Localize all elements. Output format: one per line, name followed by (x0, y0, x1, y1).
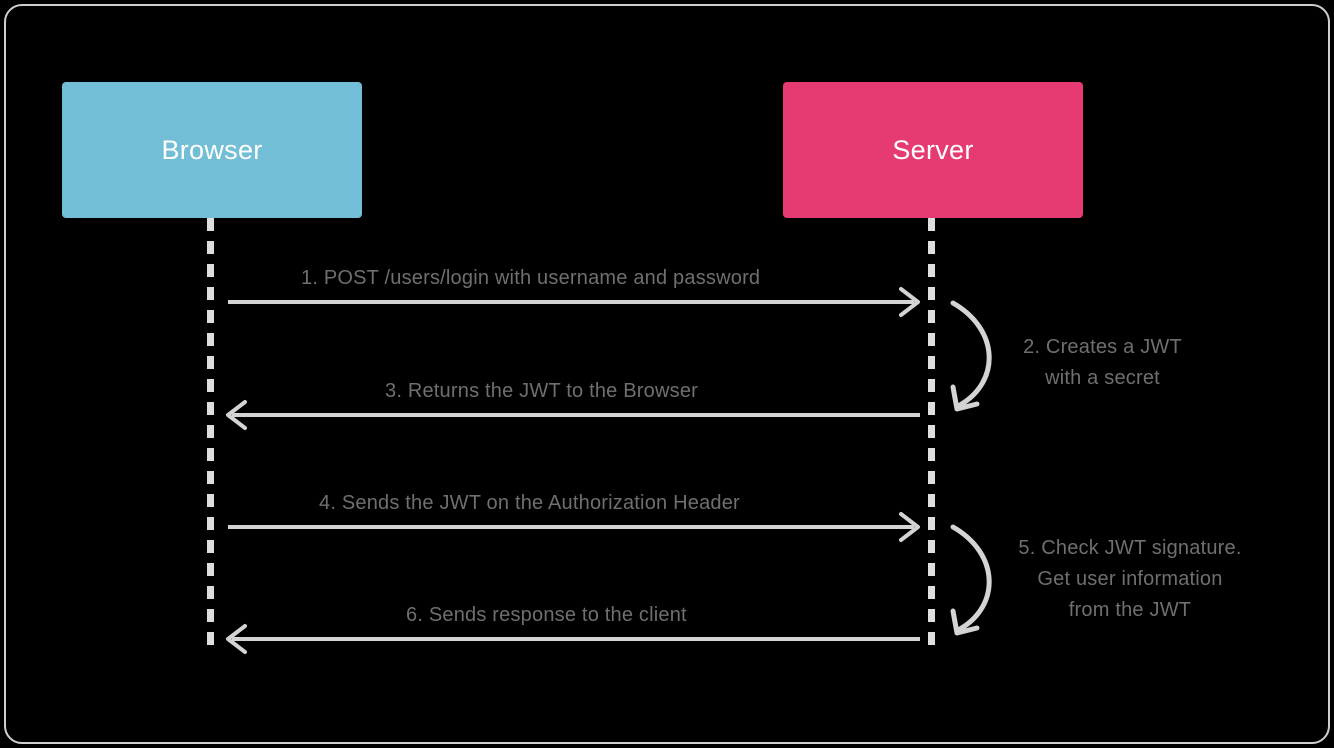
message-arrow-6 (226, 624, 920, 654)
message-arrow-4 (228, 512, 920, 542)
message-arrow-2-self (950, 300, 992, 412)
message-label-1: 1. POST /users/login with username and p… (301, 267, 761, 289)
message-arrow-5-self (950, 524, 992, 636)
message-label-4: 4. Sends the JWT on the Authorization He… (319, 492, 740, 514)
lifeline-server (928, 218, 935, 648)
message-arrow-3 (226, 400, 920, 430)
arrowhead-left-3 (226, 400, 247, 430)
note-label-5-line-1: 5. Check JWT signature. (1018, 537, 1242, 559)
arrowhead-left-6 (226, 624, 247, 654)
note-label-2-line-2: with a secret (1045, 367, 1160, 389)
lifeline-browser (207, 218, 214, 648)
message-label-3: 3. Returns the JWT to the Browser (385, 380, 699, 402)
note-label-2-line-1: 2. Creates a JWT (1023, 336, 1182, 358)
arrowhead-self-5 (950, 608, 980, 636)
note-label-5: 5. Check JWT signature. Get user informa… (1000, 533, 1260, 626)
message-arrow-1 (228, 287, 920, 317)
participant-box-server[interactable]: Server (783, 82, 1083, 218)
note-label-5-line-3: from the JWT (1068, 599, 1192, 621)
message-label-6: 6. Sends response to the client (406, 604, 687, 626)
note-label-2: 2. Creates a JWT with a secret (1005, 332, 1200, 394)
participant-label-server: Server (892, 134, 974, 165)
participant-label-browser: Browser (161, 134, 263, 165)
note-label-5-line-2: Get user information (1037, 568, 1223, 590)
participant-box-browser[interactable]: Browser (62, 82, 362, 218)
arrowhead-self-2 (950, 384, 980, 412)
arrowhead-right-4 (899, 512, 920, 542)
arrowhead-right-1 (899, 287, 920, 317)
